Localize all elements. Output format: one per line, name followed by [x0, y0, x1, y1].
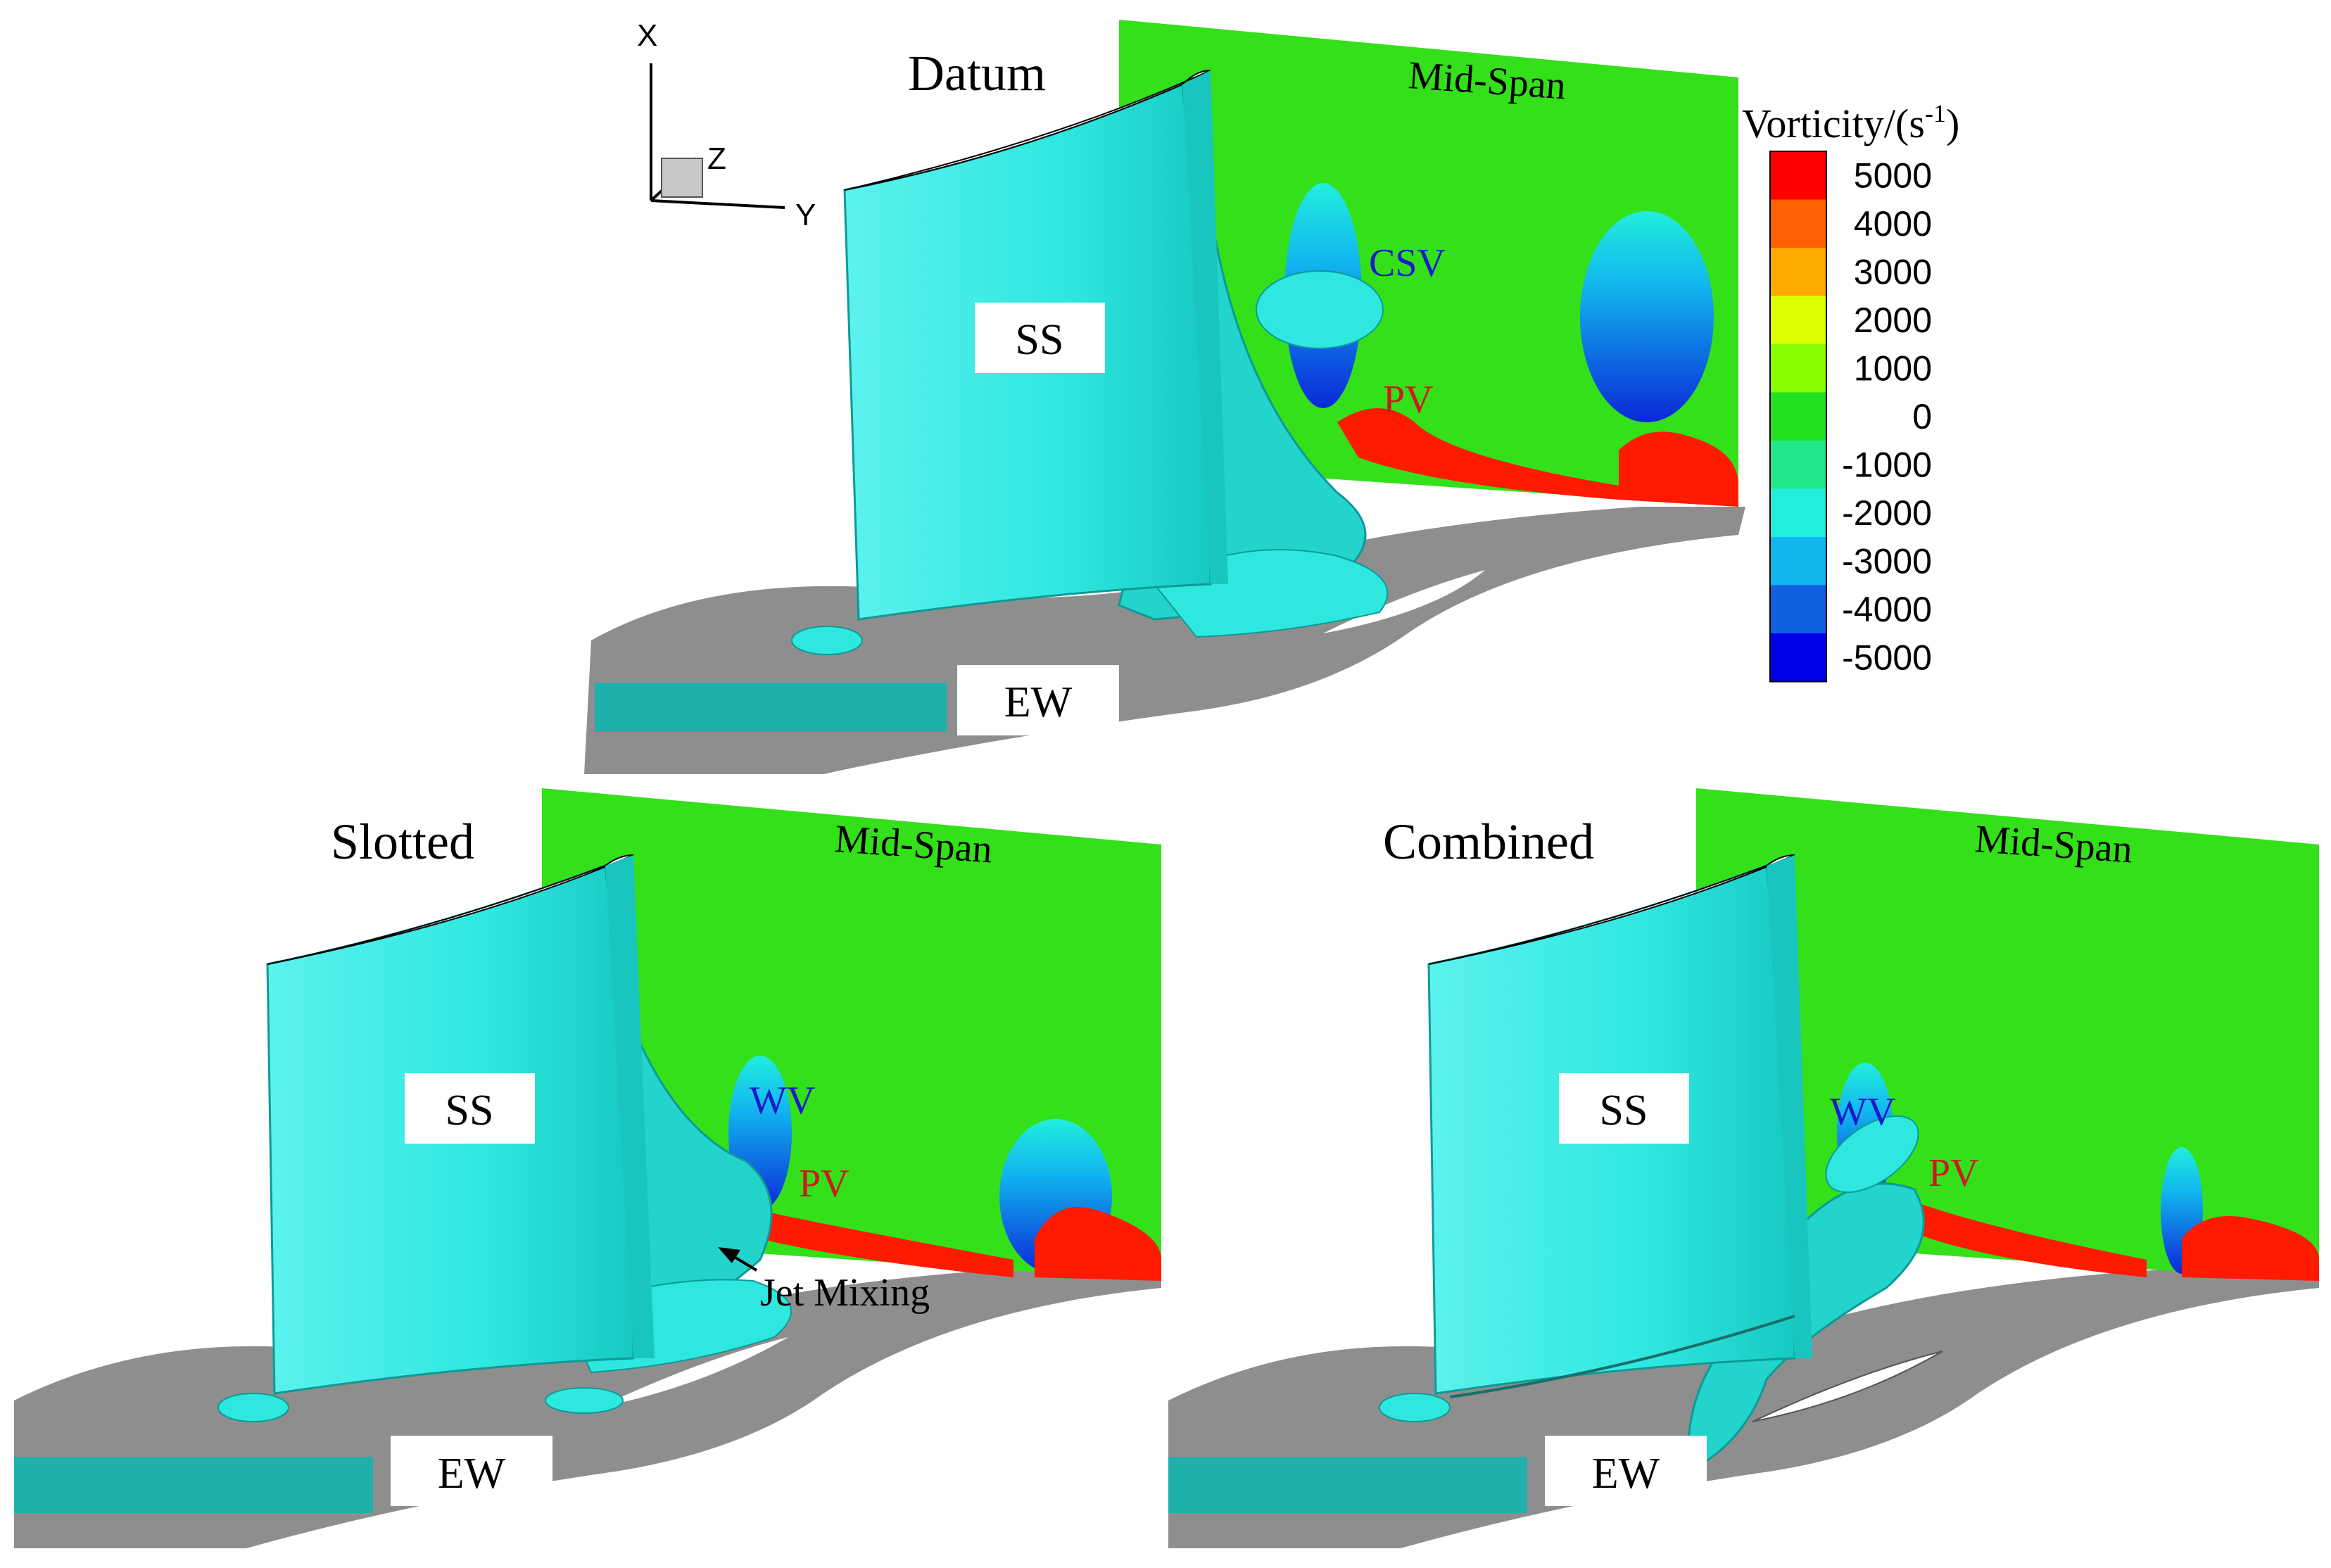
colorbar: Vorticity/(s-1) 5000 4000 3000 2000 1000 0 -10… [1742, 99, 1959, 683]
pv-red-blob [1619, 431, 1738, 507]
colorbar-swatch [1770, 585, 1826, 633]
axes-triad: X Y Z [637, 18, 816, 232]
z-axis-label: Z [707, 141, 726, 176]
ss-label: SS [1600, 1087, 1648, 1134]
colorbar-swatch [1770, 392, 1826, 441]
ew-label-box [391, 1436, 552, 1506]
colorbar-tick-label: -1000 [1842, 445, 1932, 484]
wv-label: WV [1830, 1090, 1895, 1134]
ss-label: SS [1016, 316, 1064, 364]
y-axis-line [650, 199, 785, 209]
blade-tip-cap [1428, 854, 1795, 965]
pv-red-band [1337, 408, 1619, 500]
triad-cube [661, 158, 703, 198]
ss-label-box [1559, 1073, 1689, 1144]
ew-label: EW [438, 1450, 506, 1498]
blade-trailing-edge [1767, 855, 1812, 1358]
wv-isosurface [1825, 1115, 1919, 1194]
leading-edge-footprint [217, 1393, 289, 1422]
panel-title: Datum [908, 45, 1046, 101]
endwall-footprint [545, 1387, 624, 1414]
pv-label: PV [1928, 1151, 1979, 1195]
colorbar-tick-label: 4000 [1854, 204, 1932, 244]
endwall-slot [1323, 570, 1485, 633]
endwall-slot [1752, 1351, 1943, 1422]
csv-isosurface [1256, 270, 1384, 349]
pv-label: PV [1383, 378, 1434, 422]
blade-tip-cap [267, 854, 634, 965]
panel-combined: SS EW Combined Mid-Span WV PV [1168, 788, 2319, 1548]
colorbar-frame [1769, 151, 1827, 683]
colorbar-tick-label: -2000 [1842, 493, 1932, 533]
endwall-slot [598, 1337, 788, 1408]
colorbar-swatch [1770, 441, 1826, 489]
ew-label-box [1545, 1436, 1707, 1506]
colorbar-swatch [1770, 199, 1826, 248]
ss-label-box [405, 1073, 535, 1144]
colorbar-tick-label: -5000 [1842, 638, 1932, 677]
blade-slot-edge [605, 855, 655, 1358]
csv-label: CSV [1369, 241, 1446, 285]
colorbar-tick-label: 5000 [1854, 156, 1932, 195]
ew-label: EW [1004, 678, 1073, 726]
jet-mixing-arrowhead [718, 1247, 740, 1263]
pv-red-band [1893, 1196, 2147, 1277]
endwall-groove [1449, 1315, 1795, 1398]
pv-red-blob [1035, 1207, 1161, 1281]
colorbar-tick-label: 1000 [1854, 348, 1932, 388]
blade-tip-cap [844, 70, 1211, 191]
colorbar-swatch [1770, 488, 1826, 537]
colorbar-tick-label: -4000 [1842, 590, 1932, 629]
colorbar-tick-label: -3000 [1842, 541, 1932, 581]
pv-red-band [760, 1210, 1013, 1277]
jet-mixing-label: Jet Mixing [760, 1271, 930, 1315]
blade-trailing-edge [1182, 70, 1228, 584]
colorbar-title: Vorticity/(s-1) [1742, 99, 1959, 146]
colorbar-swatch [1770, 537, 1826, 586]
colorbar-swatch [1770, 248, 1826, 296]
panel-title: Slotted [331, 814, 474, 870]
endwall-inlet-strip [595, 683, 947, 732]
endwall-inlet-strip [1168, 1457, 1527, 1513]
colorbar-swatches: 5000 4000 3000 2000 1000 0 -1000 -2000 -3000 -400… [1769, 151, 1932, 683]
ew-label-box [957, 665, 1119, 735]
colorbar-tick-label: 0 [1912, 397, 1932, 436]
colorbar-swatch [1770, 296, 1826, 344]
endwall-inlet-strip [14, 1457, 373, 1513]
panel-datum: SS EW Datum Mid-Span CSV PV [584, 20, 1745, 774]
colorbar-title-text: Vorticity/(s [1742, 101, 1925, 146]
panel-slotted: SS EW Slotted Mid-Span WV PV Jet Mixing [14, 788, 1161, 1548]
leading-edge-footprint [1379, 1393, 1451, 1422]
pv-label: PV [799, 1162, 849, 1206]
colorbar-title-sup: -1 [1925, 99, 1946, 127]
colorbar-tick-label: 3000 [1854, 252, 1932, 291]
ss-label: SS [446, 1087, 494, 1134]
wv-label: WV [750, 1079, 815, 1123]
ew-label: EW [1592, 1450, 1660, 1498]
ss-label-box [975, 303, 1105, 373]
colorbar-tick-label: 2000 [1854, 301, 1932, 340]
midspan-plane [1119, 20, 1738, 507]
colorbar-title-close: ) [1946, 101, 1959, 146]
leading-edge-footprint [791, 626, 863, 655]
colorbar-swatch [1770, 151, 1826, 200]
pv-red-blob [2182, 1216, 2319, 1281]
wake-vortex-patch [1580, 211, 1714, 422]
colorbar-swatch [1770, 633, 1826, 682]
colorbar-swatch [1770, 344, 1826, 393]
panel-title: Combined [1383, 814, 1594, 870]
x-axis-label: X [637, 18, 657, 53]
y-axis-label: Y [795, 198, 816, 232]
